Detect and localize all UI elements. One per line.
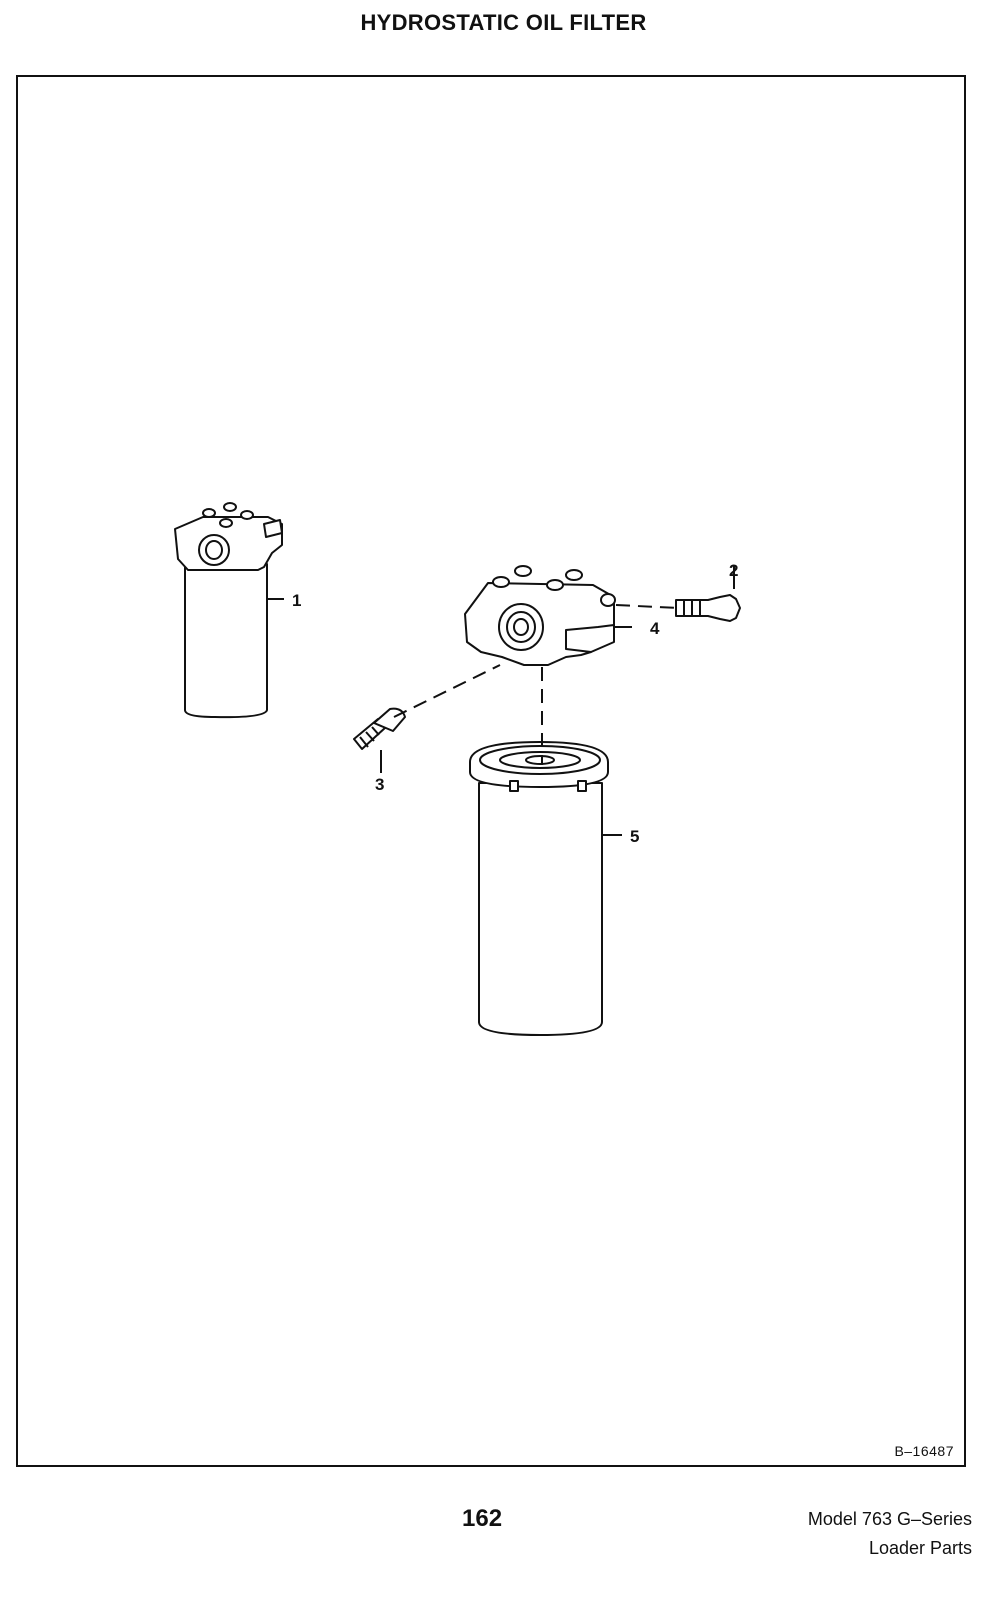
filter-canister-drawing (469, 741, 622, 1036)
mounting-bolt-drawing (353, 707, 406, 773)
page-title: HYDROSTATIC OIL FILTER (360, 10, 647, 35)
footer-info: Model 763 G–Series Loader Parts (808, 1505, 972, 1563)
page-number: 162 (462, 1505, 503, 1532)
filter-head-drawing (464, 565, 632, 666)
relief-valve-drawing (675, 565, 741, 622)
exploded-view-lines (393, 604, 679, 765)
callout-3: 3 (375, 775, 385, 794)
callout-4: 4 (650, 619, 660, 638)
parts-figure-frame: 1 2 3 4 5 B–16487 (16, 75, 966, 1467)
drawing-id: B–16487 (894, 1443, 954, 1459)
filter-assembly-drawing (174, 502, 284, 719)
callout-1: 1 (292, 591, 302, 610)
callout-2: 2 (729, 561, 739, 580)
callout-5: 5 (630, 827, 640, 846)
model-line: Model 763 G–Series (807, 1509, 972, 1529)
doc-line: Loader Parts (868, 1538, 972, 1558)
exploded-parts-diagram (174, 502, 741, 1036)
